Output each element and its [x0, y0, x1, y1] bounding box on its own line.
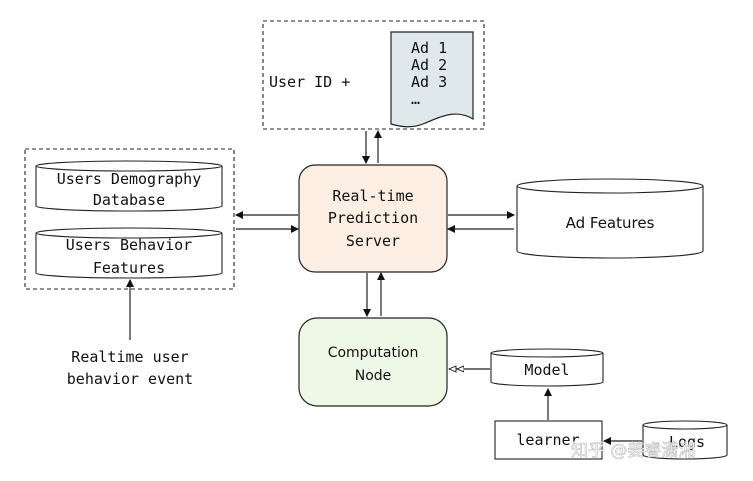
- logs-label: Logs: [669, 433, 705, 451]
- ad-item-more: …: [411, 90, 420, 108]
- ad-item-1: Ad 1: [411, 39, 447, 57]
- learner-label: learner: [516, 431, 579, 449]
- demography-database-cylinder: Users Demography Database: [35, 160, 223, 212]
- model-label: Model: [524, 361, 569, 379]
- watermark-text: 知乎 @姜睿潇湘: [571, 441, 695, 461]
- ad-features-label: Ad Features: [566, 214, 655, 232]
- server-line-3: Server: [346, 232, 400, 250]
- user-db-group: Users Demography Database Users Behavior…: [24, 148, 235, 290]
- event-line-2: behavior event: [67, 370, 193, 388]
- demography-line-2: Database: [93, 191, 165, 209]
- demography-line-1: Users Demography: [57, 170, 202, 188]
- computation-line-2: Node: [355, 368, 392, 384]
- computation-node: Computation Node: [298, 317, 448, 407]
- behavior-line-2: Features: [93, 259, 165, 277]
- event-line-1: Realtime user: [71, 348, 188, 366]
- ad-features-cylinder: Ad Features: [516, 178, 704, 259]
- query-dashed-box: [262, 20, 485, 130]
- realtime-event-label: Realtime user behavior event: [67, 348, 193, 388]
- model-cylinder: Model: [490, 348, 604, 387]
- query-group: User ID + Ad 1 Ad 2 Ad 3 …: [262, 20, 485, 130]
- behavior-features-cylinder: Users Behavior Features: [35, 227, 223, 279]
- behavior-line-1: Users Behavior: [66, 236, 192, 254]
- server-line-1: Real-time: [332, 187, 413, 205]
- server-line-2: Prediction: [328, 209, 418, 227]
- ad-list-document: [390, 31, 474, 128]
- ad-item-3: Ad 3: [411, 73, 447, 91]
- ad-item-2: Ad 2: [411, 56, 447, 74]
- learner-box: learner: [494, 420, 603, 460]
- query-label: User ID +: [269, 73, 350, 91]
- arrows: [126, 130, 642, 445]
- computation-line-1: Computation: [328, 345, 419, 361]
- prediction-server-node: Real-time Prediction Server: [298, 164, 448, 273]
- logs-cylinder: Logs: [642, 420, 728, 460]
